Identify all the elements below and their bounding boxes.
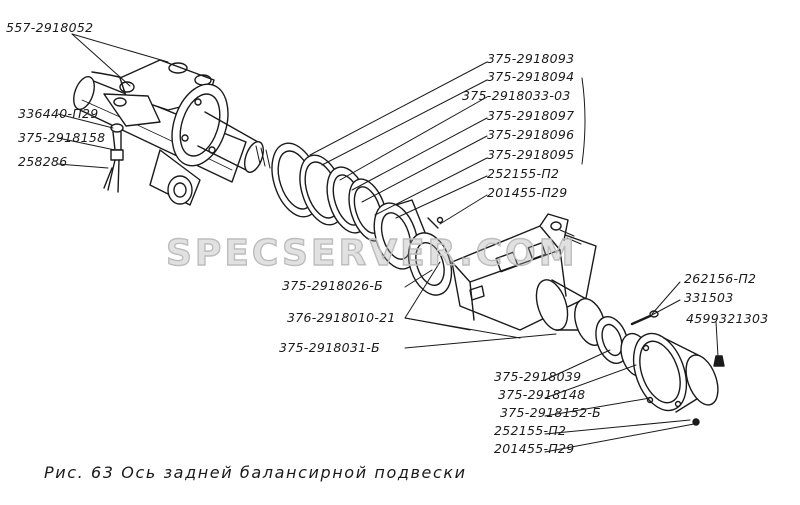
part-label-375-2918094: 375-2918094 xyxy=(487,69,575,84)
part-label-375-2918026-b: 375-2918026-Б xyxy=(282,278,384,293)
watermark: SPECSERVER.COM xyxy=(165,232,578,274)
part-label-331503: 331503 xyxy=(684,290,734,305)
part-label-258286: 258286 xyxy=(18,154,68,169)
part-label-375-2918039: 375-2918039 xyxy=(494,369,582,384)
part-label-375-2918031-b: 375-2918031-Б xyxy=(279,340,381,355)
seal-rings xyxy=(271,142,388,242)
part-label-375-2918033-03: 375-2918033-03 xyxy=(462,88,571,103)
grease-fitting-left xyxy=(103,123,124,193)
part-label-375-2918096: 375-2918096 xyxy=(487,127,575,142)
part-label-375-2918158: 375-2918158 xyxy=(18,130,106,145)
part-label-262156-p2: 262156-П2 xyxy=(684,271,757,286)
part-label-201455-p29-bottom: 201455-П29 xyxy=(494,441,575,456)
part-label-201455-p29-top: 201455-П29 xyxy=(487,185,568,200)
part-label-376-2918010-21: 376-2918010-21 xyxy=(287,310,396,325)
part-label-375-2918095: 375-2918095 xyxy=(487,147,575,162)
part-label-375-2918148: 375-2918148 xyxy=(498,387,586,402)
part-label-557-2918052: 557-2918052 xyxy=(6,20,94,35)
leader-lines xyxy=(57,33,719,453)
axle-tube-bracket xyxy=(73,59,271,206)
part-label-252155-p2-top: 252155-П2 xyxy=(487,166,560,181)
part-label-375-2918093: 375-2918093 xyxy=(487,51,575,66)
part-label-375-2918097: 375-2918097 xyxy=(487,108,575,123)
figure-caption: Рис. 63 Ось задней балансирной подвески xyxy=(44,463,467,482)
end-cap xyxy=(632,332,719,413)
hub-flange xyxy=(373,199,453,296)
part-label-252155-p2-bottom: 252155-П2 xyxy=(494,423,567,438)
part-label-4599321303: 4599321303 xyxy=(686,311,769,326)
small-fasteners-right xyxy=(630,310,725,426)
part-label-375-2918152-b: 375-2918152-Б xyxy=(500,405,602,420)
part-label-336440-p29: 336440-П29 xyxy=(18,106,99,121)
